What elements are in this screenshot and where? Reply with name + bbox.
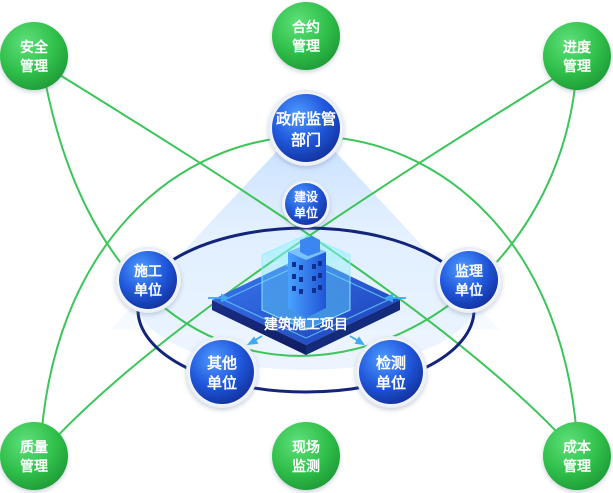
node-progress-line2: 管理 [563,58,591,75]
node-cost-line1: 成本 [563,439,592,456]
node-safety[interactable] [0,22,68,90]
node-cost[interactable] [543,422,611,490]
node-other-line1: 其他 [207,354,237,372]
node-contractor[interactable] [115,247,181,313]
node-contractor-line2: 单位 [134,282,162,299]
node-construction-unit[interactable] [282,180,330,228]
flow-arrows [208,293,406,346]
node-government-line2: 部门 [291,131,321,149]
node-progress-line1: 进度 [563,39,592,56]
node-contractor-line1: 施工 [134,263,162,280]
node-quality[interactable] [0,422,68,490]
node-safety-line2: 管理 [20,58,48,75]
node-supervisor[interactable] [436,247,502,313]
node-inspection-line2: 单位 [376,374,406,392]
node-site-line2: 监测 [292,458,320,475]
node-site-line1: 现场 [292,440,320,456]
node-other-line2: 单位 [207,374,237,392]
node-other[interactable] [186,336,258,408]
node-supervisor-line2: 单位 [455,282,483,299]
node-supervisor-line1: 监理 [455,263,483,280]
node-government-line1: 政府监管 [276,110,336,128]
node-contract-line2: 管理 [292,38,320,55]
building-illustration [261,234,351,331]
node-quality-line2: 管理 [20,458,48,475]
node-construction-unit-line2: 单位 [294,205,318,220]
node-safety-line1: 安全 [20,39,49,56]
node-inspection[interactable] [355,336,427,408]
node-cost-line2: 管理 [563,458,591,475]
orbit-cross-left [41,63,578,357]
node-site[interactable] [272,422,340,490]
node-construction-unit-line1: 建设 [293,189,319,204]
node-progress[interactable] [543,22,611,90]
center-label: 建筑施工项目 [264,316,348,333]
node-contract-line1: 合约 [292,19,320,36]
node-inspection-line1: 检测 [376,354,406,372]
node-quality-line1: 质量 [20,439,48,456]
node-contract[interactable] [272,2,340,70]
node-government[interactable] [268,90,344,166]
building-tower [288,244,326,318]
